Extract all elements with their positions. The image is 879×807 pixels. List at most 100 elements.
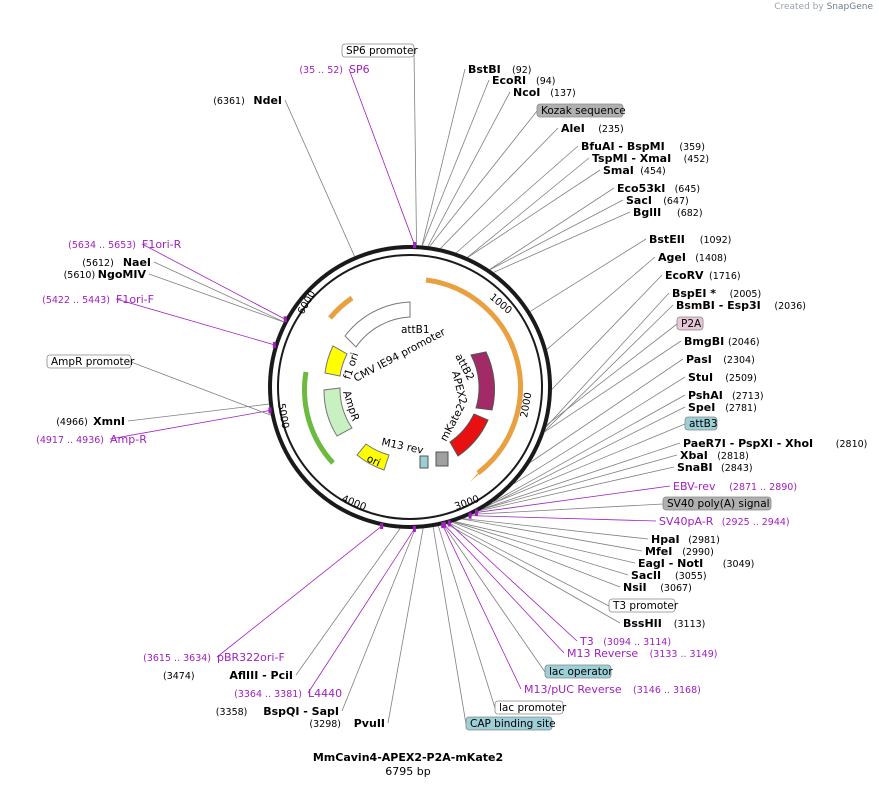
enzyme-spei-label: SpeI [688,401,715,414]
feature-lac-promoter-leader [437,526,496,709]
enzyme-pshai-leader [493,394,686,502]
primer-m13-puc-reverse-leader [442,525,522,690]
feature-sv40-poly-a-signal-leader [473,503,664,515]
enzyme-saci-leader [489,199,624,271]
m13-rev-label: M13 rev [380,436,424,457]
enzyme-ndei-pos: (6361) [213,96,245,107]
primer-m13-puc-reverse-pos: (3146 .. 3168) [633,685,701,696]
primer-m13-reverse-leader [444,524,565,654]
feature-p2a-box [676,316,704,331]
plasmid-size: 6795 bp [385,765,431,778]
primer-pbr322ori-f-marker [380,523,384,530]
feature-ampr-promoter-label: AmpR promoter [51,356,135,368]
plasmid-name: MmCavin4-APEX2-P2A-mKate2 [312,751,504,764]
enzyme-sacii-leader [454,521,629,576]
enzyme-ecorv-pos: (1716) [709,271,741,282]
primer-l4440-pos: (3364 .. 3381) [234,689,302,700]
feature-p2a-leader [546,323,678,426]
backbone-outer [268,245,552,529]
enzyme-bmgbi-leader [544,340,682,433]
feature-cap-binding-site-label: CAP binding site [470,718,556,730]
orf-arrow-head [470,466,484,482]
enzyme-sacii-pos: (3055) [675,571,707,582]
feature-cap-binding-site-leader [432,527,467,725]
enzyme-ecori-leader [421,79,490,246]
enzyme-ecorv-label: EcoRV [665,269,704,282]
enzyme-stui-leader [513,376,686,485]
enzyme-pasi-pos: (2304) [723,355,755,366]
ori-label: ori [365,453,382,470]
primer-amp-r-label: Amp-R [110,433,147,446]
feature-t3-promoter-label: T3 promoter [612,600,679,612]
enzyme-ncoi-label: NcoI [513,86,540,99]
enzyme-saci-pos: (647) [663,196,689,207]
feature-kozak-sequence-box [536,103,624,118]
enzyme-bglii-leader [493,211,631,273]
enzyme-smai-label: SmaI [603,164,634,177]
feature-ampr-promoter-box [46,354,132,369]
feature-lac-operator-leader [443,524,546,673]
enzyme-afliii-pcii-label: AflIII - PciI [229,669,293,682]
enzyme-sacii-label: SacII [631,569,661,582]
primer-amp-r-marker [268,407,272,414]
enzyme-eco53ki-label: Eco53kI [617,182,665,195]
primer-f1ori-f-pos: (5422 .. 5443) [42,295,110,306]
enzyme-tspmi-xmai-pos: (452) [684,154,710,165]
enzyme-paer7i-pspxi-xhoi-leader [483,442,681,509]
feature-sp6-promoter-leader [413,50,417,246]
tick-5000: 5000 [275,403,290,430]
enzyme-bsshii-leader [446,523,621,624]
primer-m13-reverse-label: M13 Reverse [567,647,638,660]
enzyme-mfei-leader [462,518,643,552]
primer-amp-r-pos: (4917 .. 4936) [36,435,104,446]
primer-t3-marker [447,520,451,527]
enzyme-tspmi-xmai-label: TspMI - XmaI [592,152,671,165]
enzyme-bglii-label: BglII [633,206,661,219]
enzyme-naei-pos: (5612) [82,258,114,269]
snapgene-brand: Created by SnapGene [774,2,873,12]
enzyme-bsmbi-esp3i-label: BsmBI - Esp3I [676,299,761,312]
enzyme-smai-leader [467,169,601,258]
apex2-arrow [470,351,496,411]
primer-sv40pa-r-leader [470,515,657,522]
backbone-inner [277,254,543,520]
enzyme-nsii-leader [452,522,621,588]
primer-sp6-label: SP6 [349,63,370,76]
enzyme-ngomiv-leader [148,273,284,323]
enzyme-bspqi-sapi-label: BspQI - SapI [263,705,339,718]
feature-lac-operator-box [544,664,612,679]
enzyme-pvuii-pos: (3298) [309,719,341,730]
enzyme-alei-label: AleI [561,122,585,135]
feature-t3-promoter-box [608,598,676,613]
enzyme-pasi-leader [530,358,684,463]
enzyme-eagi-noti-leader [454,521,636,564]
tick-2000: 2000 [519,392,534,419]
enzyme-bspei-label: BspEI * [672,287,716,300]
enzyme-pasi-label: PasI [686,353,712,366]
primer-sp6-leader [348,68,415,246]
enzyme-nsii-label: NsiI [623,581,647,594]
enzyme-xmni-leader [127,403,270,422]
primer-f1ori-r-pos: (5634 .. 5653) [68,240,136,251]
enzyme-ndei-label: NdeI [253,94,282,107]
enzyme-hpai-leader [463,518,649,540]
enzyme-agei-pos: (1408) [695,253,727,264]
enzyme-bfuai-bspmi-pos: (359) [679,142,705,153]
lac-marker [435,451,449,467]
enzyme-mfei-label: MfeI [645,545,672,558]
primer-sv40pa-r-label: SV40pA-R [659,515,714,528]
primer-ebv-rev-pos: (2871 .. 2890) [729,482,797,493]
primer-amp-r-leader [109,410,271,440]
enzyme-eco53ki-leader [489,187,615,270]
snapgene-logo: SnapGene [826,2,873,12]
primer-ebv-rev-marker [474,509,478,516]
enzyme-hpai-pos: (2981) [688,535,720,546]
enzyme-bstbi-leader [421,68,466,246]
enzyme-paer7i-pspxi-xhoi-label: PaeR7I - PspXI - XhoI [683,437,813,450]
primer-f1ori-r-label: F1ori-R [142,238,182,251]
enzyme-bfuai-bspmi-leader [456,145,579,254]
enzyme-bspei-leader [546,292,670,427]
enzyme-alei-leader [440,127,559,249]
enzyme-naei-leader [153,261,285,323]
feature-labels: BstBI(92)EcoRI(94)NcoI(137)AleI(235)BfuA… [36,43,867,731]
